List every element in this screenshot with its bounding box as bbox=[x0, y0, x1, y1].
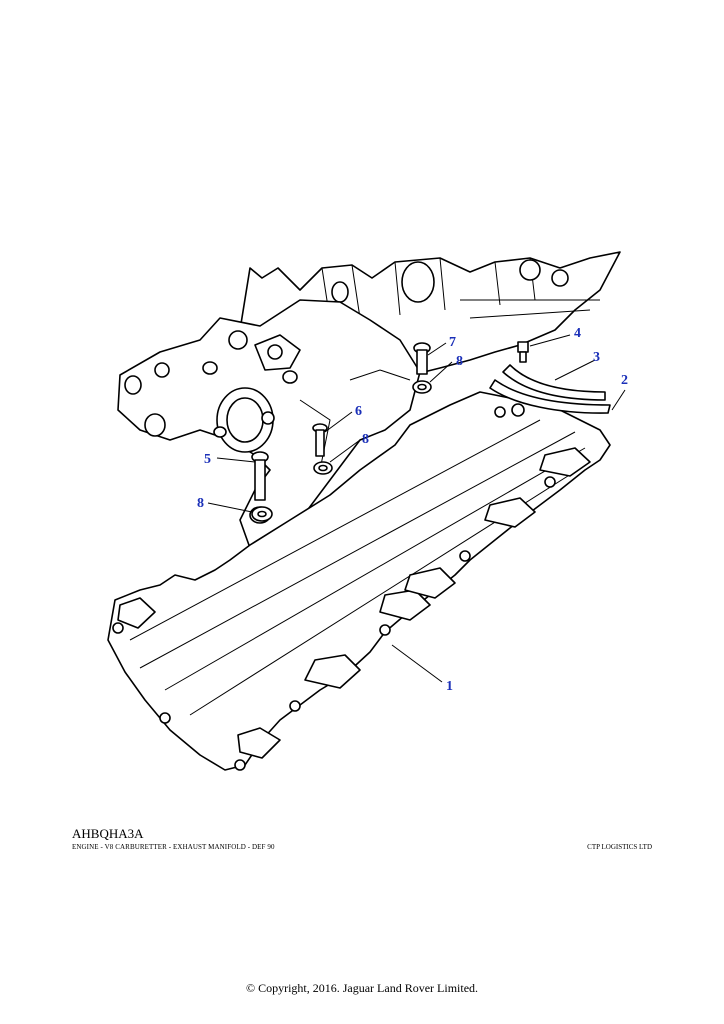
callout-4: 4 bbox=[574, 326, 581, 341]
heat-shield bbox=[489, 364, 611, 417]
callout-7: 7 bbox=[449, 335, 456, 350]
supplier-name: CTP LOGISTICS LTD bbox=[587, 843, 652, 851]
copyright-notice: © Copyright, 2016. Jaguar Land Rover Lim… bbox=[245, 981, 479, 995]
diagram-reference-code: AHBQHA3A bbox=[72, 826, 144, 841]
diagram-caption: ENGINE - V8 CARBURETTER - EXHAUST MANIFO… bbox=[72, 843, 275, 851]
callout-8-middle: 8 bbox=[362, 432, 369, 447]
fasteners bbox=[251, 341, 529, 522]
callout-labels: 1 2 3 4 5 6 7 8 8 8 bbox=[197, 326, 628, 694]
callout-5: 5 bbox=[204, 452, 211, 467]
leader-lines bbox=[207, 334, 626, 683]
callout-1: 1 bbox=[446, 679, 453, 694]
exhaust-manifold bbox=[117, 299, 421, 549]
callout-6: 6 bbox=[355, 404, 362, 419]
callout-2: 2 bbox=[621, 373, 628, 388]
callout-8-upper: 8 bbox=[456, 354, 463, 369]
callout-3: 3 bbox=[593, 350, 600, 365]
manifold-gasket bbox=[107, 391, 611, 771]
callout-8-lower: 8 bbox=[197, 496, 204, 511]
